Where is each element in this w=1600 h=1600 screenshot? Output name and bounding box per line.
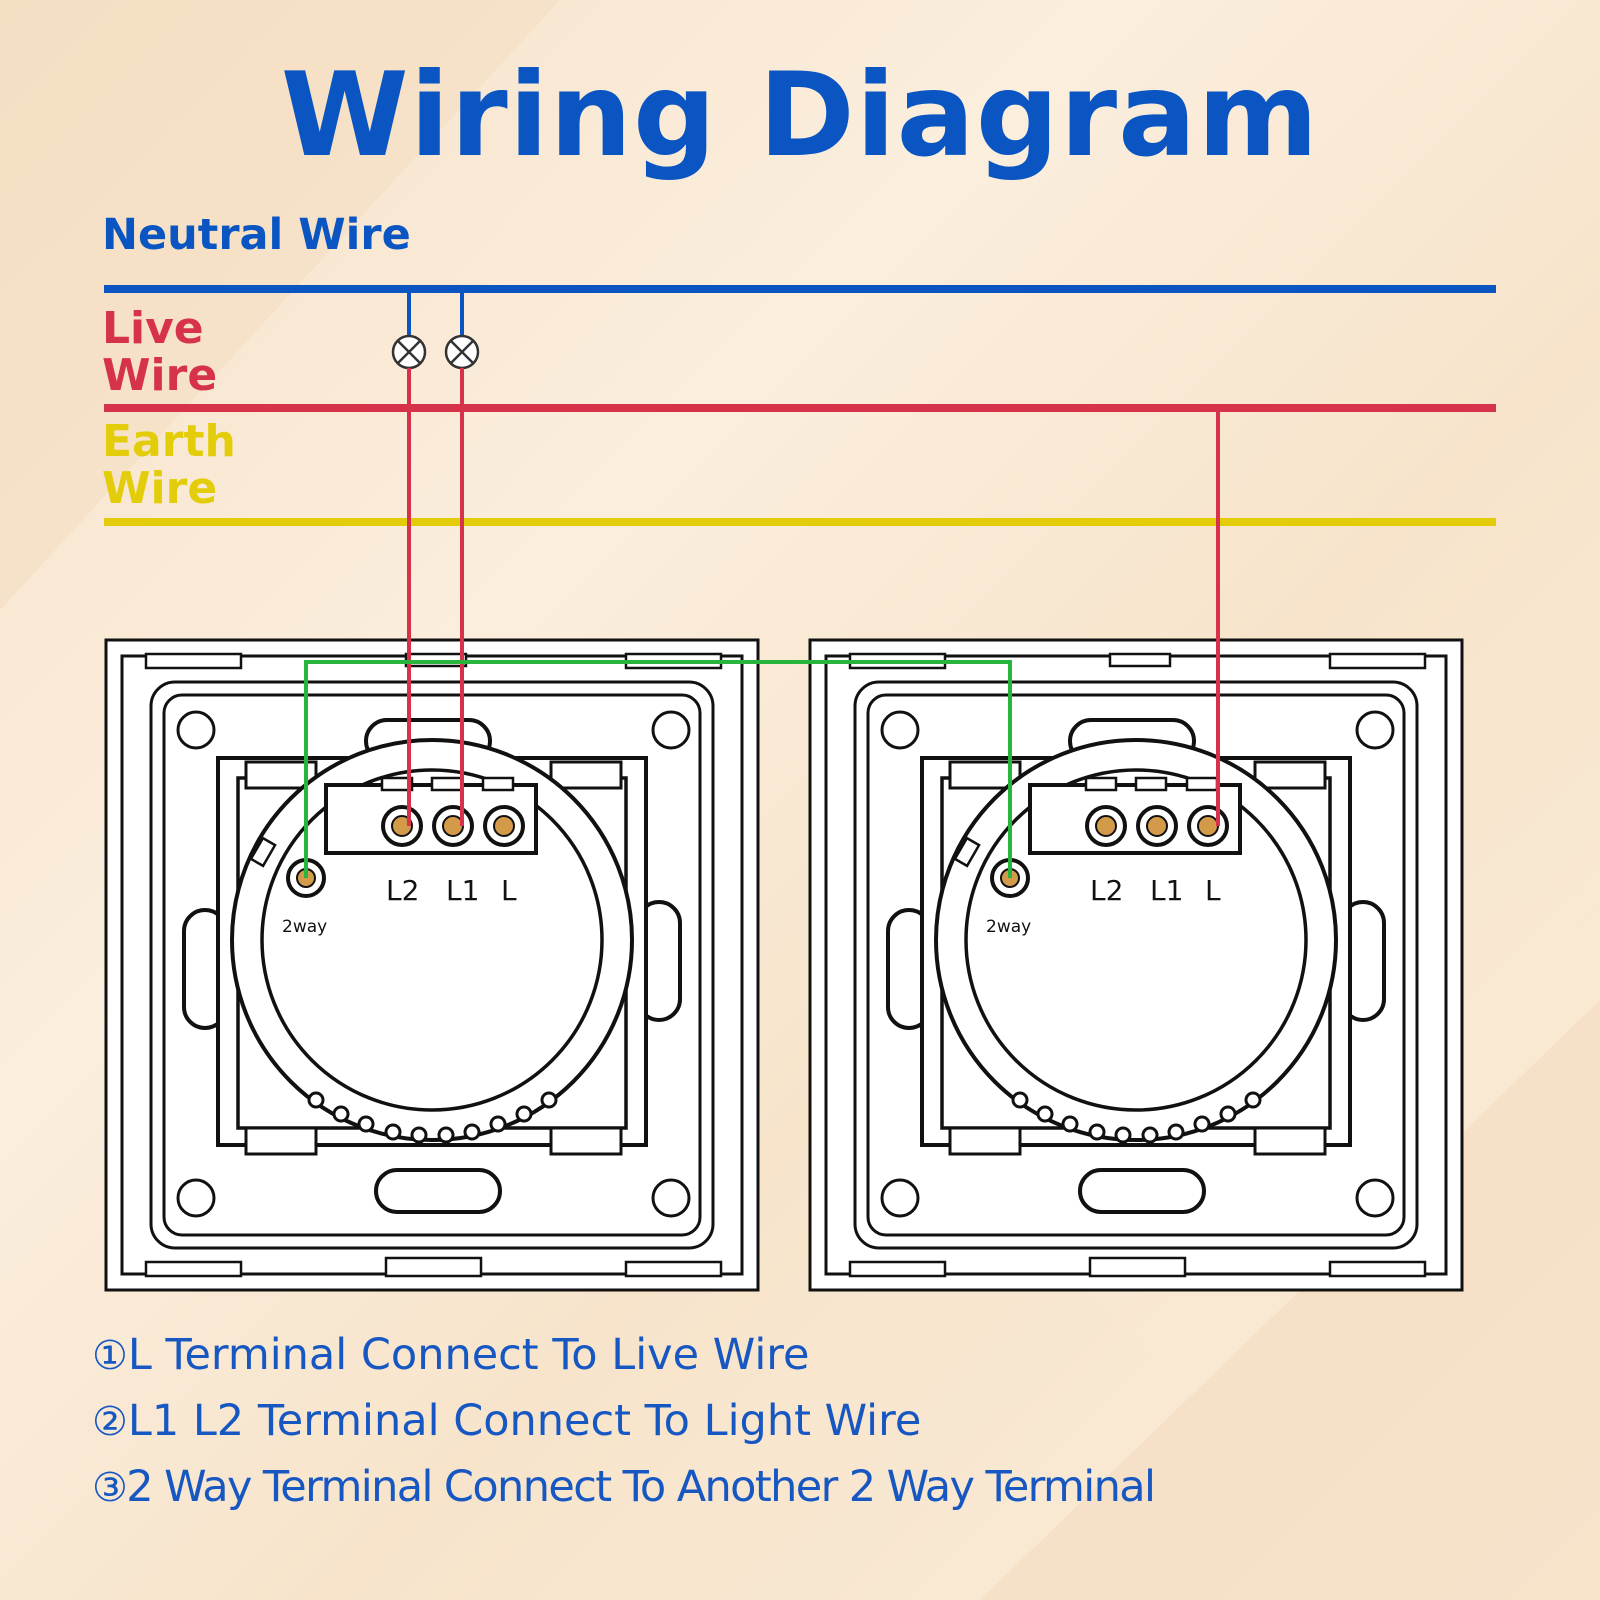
note-text: 2 Way Terminal Connect To Another 2 Way … bbox=[126, 1462, 1156, 1512]
lamp-icon bbox=[391, 334, 427, 370]
note-number: ① bbox=[92, 1333, 128, 1379]
terminal-label-l1: L1 bbox=[446, 874, 479, 907]
note-text: L Terminal Connect To Live Wire bbox=[127, 1330, 810, 1380]
two-way-terminal-label: 2way bbox=[986, 917, 1031, 937]
note-text: L1 L2 Terminal Connect To Light Wire bbox=[127, 1396, 922, 1446]
terminal-label-l: L bbox=[1205, 874, 1221, 907]
switch-plate-2: L2 L1 L 2way bbox=[808, 638, 1464, 1292]
lamp-icon bbox=[444, 334, 480, 370]
instruction-notes: ①L Terminal Connect To Live Wire ②L1 L2 … bbox=[92, 1333, 1156, 1533]
earth-wire-label: Earth Wire bbox=[102, 416, 236, 514]
two-way-terminal-label: 2way bbox=[282, 917, 327, 937]
terminal-label-l2: L2 bbox=[1090, 874, 1123, 907]
note-number: ② bbox=[92, 1399, 128, 1445]
terminal-label-l1: L1 bbox=[1150, 874, 1183, 907]
note-item: ①L Terminal Connect To Live Wire bbox=[92, 1333, 1154, 1401]
page-title: Wiring Diagram bbox=[280, 48, 1320, 183]
neutral-wire-label: Neutral Wire bbox=[102, 210, 411, 260]
note-number: ③ bbox=[92, 1465, 128, 1511]
terminal-label-l2: L2 bbox=[386, 874, 419, 907]
live-wire-label: Live Wire bbox=[102, 303, 218, 401]
switch-plate-1: L2 L1 L 2way bbox=[104, 638, 760, 1292]
two-way-wire bbox=[304, 660, 1012, 878]
terminal-label-l: L bbox=[501, 874, 517, 907]
note-item: ③2 Way Terminal Connect To Another 2 Way… bbox=[92, 1465, 1156, 1533]
note-item: ②L1 L2 Terminal Connect To Light Wire bbox=[92, 1399, 1154, 1467]
